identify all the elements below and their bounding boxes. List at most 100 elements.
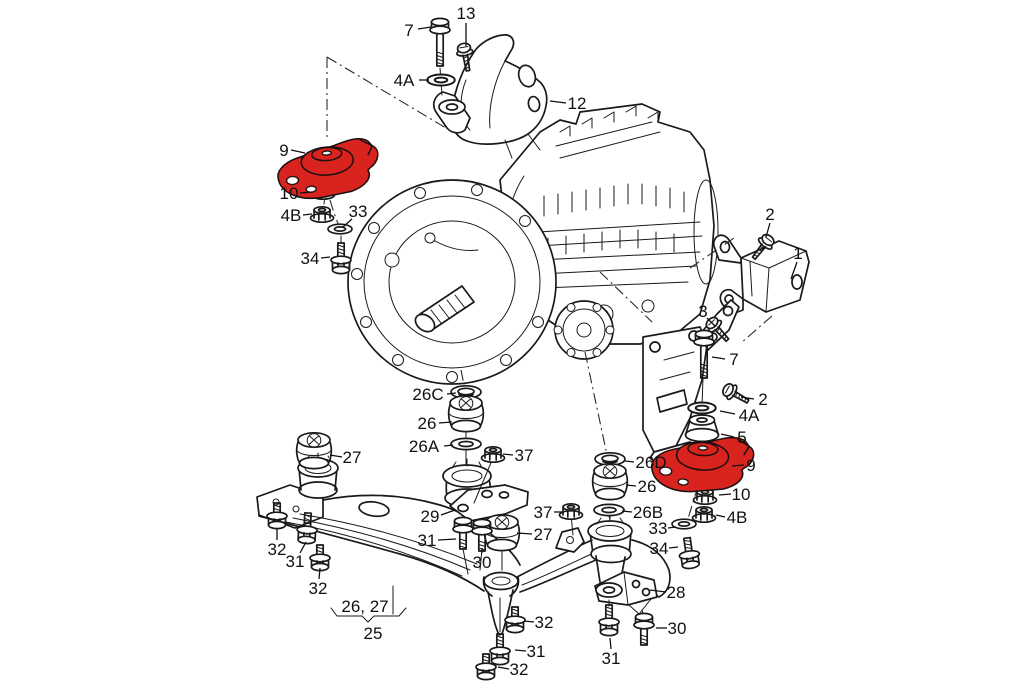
- leader-line-11: [706, 317, 716, 327]
- leader-line-19: [502, 453, 514, 456]
- bushing-27-left: [295, 431, 333, 470]
- leader-line-21: [440, 509, 456, 516]
- callout-10: 10: [280, 184, 299, 203]
- spacer-5: [684, 414, 720, 443]
- gearbox-bracket-12-drawing: [433, 34, 548, 159]
- callout-34: 34: [650, 539, 669, 558]
- callout-4B: 4B: [281, 206, 302, 225]
- leader-line-9: [765, 222, 771, 238]
- leader-line-5: [299, 191, 313, 194]
- callout-2: 2: [765, 205, 774, 224]
- leader-line-41: [514, 649, 527, 652]
- leader-line-17: [438, 421, 453, 424]
- callout-33: 33: [349, 202, 368, 221]
- bushing-26-center: [447, 394, 485, 433]
- leader-line-39: [318, 567, 321, 580]
- callout-32: 32: [309, 579, 328, 598]
- grommet-bracket-12: [438, 99, 466, 115]
- callout-5: 5: [737, 428, 746, 447]
- leader-line-7: [342, 218, 353, 228]
- washer-4a-top: [426, 73, 456, 87]
- callout-26: 26: [638, 477, 657, 496]
- callout-9: 9: [279, 141, 288, 160]
- callout-32: 32: [535, 613, 554, 632]
- leader-line-32: [667, 526, 677, 529]
- leader-line-42: [497, 666, 510, 670]
- leader-line-1: [417, 26, 432, 30]
- callout-34: 34: [301, 249, 320, 268]
- nut-37-right: [558, 502, 584, 521]
- leader-line-34: [649, 589, 667, 593]
- callout-37: 37: [515, 446, 534, 465]
- leader-line-13: [740, 396, 755, 400]
- callout-10: 10: [732, 485, 751, 504]
- callout-4A: 4A: [394, 71, 415, 90]
- callout-26A: 26A: [409, 437, 440, 456]
- grommet-bracket-28: [595, 582, 623, 598]
- bolt-31-right: [598, 604, 620, 637]
- bushing-26-right: [591, 462, 629, 501]
- leader-line-4: [290, 149, 306, 154]
- leader-line-12: [711, 356, 726, 360]
- callout-27: 27: [534, 525, 553, 544]
- bolt-32-left-b: [309, 544, 331, 572]
- washer-26b: [593, 503, 625, 517]
- bolt-30-right: [633, 612, 655, 646]
- leader-line-38: [299, 541, 307, 554]
- bolt-7-top: [429, 17, 451, 67]
- bolt-31-under-29: [452, 516, 474, 550]
- washer-33-left: [327, 223, 353, 235]
- nut-4b-left: [309, 205, 335, 224]
- leader-line-3: [549, 100, 567, 104]
- leader-line-8: [320, 256, 331, 259]
- callout-32: 32: [510, 660, 529, 679]
- callout-26C: 26C: [412, 385, 443, 404]
- callout-31: 31: [286, 552, 305, 571]
- callout-29: 29: [421, 507, 440, 526]
- callout-26D: 26D: [635, 453, 666, 472]
- callout-2: 2: [758, 390, 767, 409]
- leader-line-33: [668, 546, 679, 549]
- washer-4a-right: [687, 401, 717, 415]
- bolt-31-center: [489, 633, 511, 666]
- callout-31: 31: [602, 649, 621, 668]
- leader-line-26: [624, 460, 635, 463]
- callout-1: 1: [793, 244, 802, 263]
- callout-4B: 4B: [727, 508, 748, 527]
- nut-37-left: [480, 445, 506, 464]
- leader-line-22: [437, 538, 457, 541]
- callout-7: 7: [729, 350, 738, 369]
- callout-30: 30: [668, 619, 687, 638]
- callout-31: 31: [527, 642, 546, 661]
- leader-line-18: [443, 444, 454, 447]
- bolt-34-left: [330, 242, 352, 275]
- leader-line-10: [790, 261, 798, 280]
- leader-line-16: [446, 392, 457, 395]
- leader-line-15: [720, 433, 735, 438]
- transmission-drawing: [347, 103, 719, 385]
- leader-line-28: [621, 510, 633, 513]
- callout-12: 12: [568, 94, 587, 113]
- callout-30: 30: [473, 553, 492, 572]
- bracket-28-drawing: [594, 571, 658, 615]
- callout-26B: 26B: [633, 503, 663, 522]
- callout-7: 7: [404, 21, 413, 40]
- washer-26a: [450, 437, 482, 451]
- leader-line-36: [609, 637, 612, 650]
- callout-33: 33: [649, 519, 668, 538]
- callout-25: 25: [364, 624, 383, 643]
- callout-32: 32: [268, 540, 287, 559]
- callout-26-27: 26, 27: [341, 597, 388, 616]
- callout-28: 28: [667, 583, 686, 602]
- callout-13: 13: [457, 4, 476, 23]
- bolt-32-center-b: [475, 653, 497, 681]
- callout-37: 37: [534, 503, 553, 522]
- leader-line-14: [719, 410, 736, 415]
- screw-2-lower: [719, 379, 753, 410]
- leader-line-30: [718, 493, 732, 496]
- leader-line-40: [523, 620, 535, 623]
- leader-line-6: [302, 213, 313, 216]
